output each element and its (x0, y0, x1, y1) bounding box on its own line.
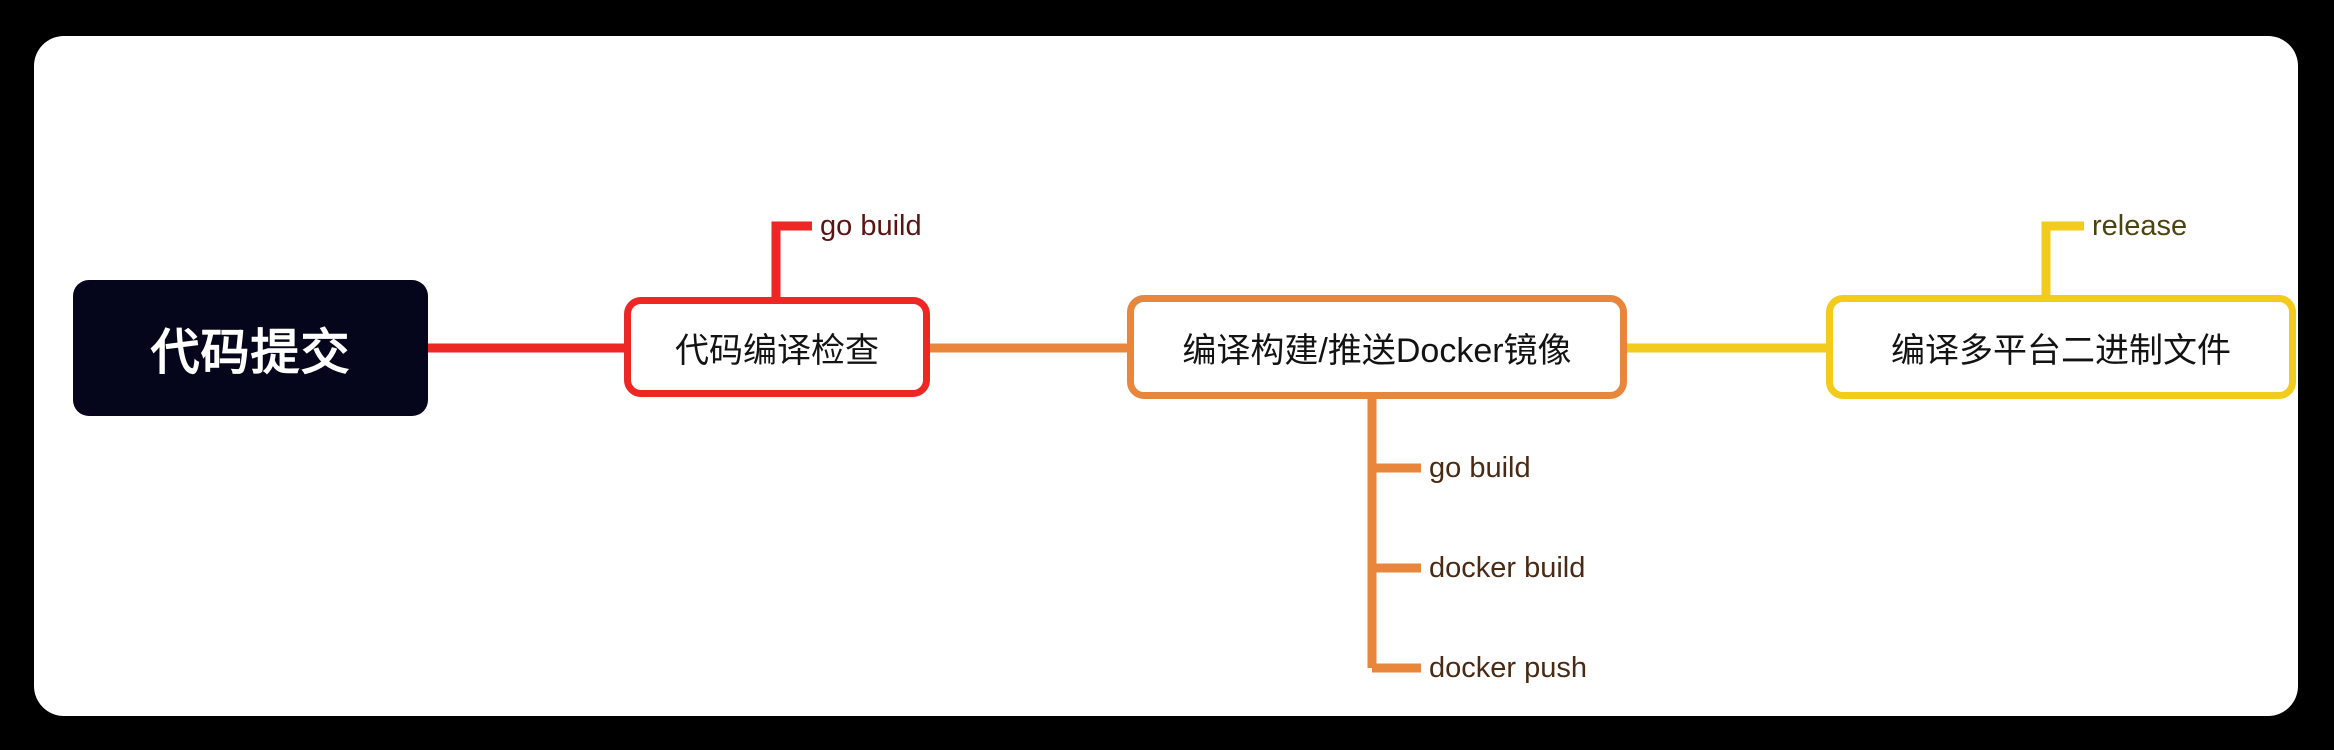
leaf-label-release[interactable]: release (2092, 210, 2188, 242)
node-compile-check-label: 代码编译检查 (675, 331, 879, 370)
node-root-label: 代码提交 (150, 325, 351, 380)
node-docker-image[interactable]: 编译构建/推送Docker镜像 (1127, 295, 1627, 399)
node-docker-image-label: 编译构建/推送Docker镜像 (1182, 331, 1572, 370)
node-multiplatform-binary[interactable]: 编译多平台二进制文件 (1826, 295, 2296, 399)
leaf-label-go-build-docker-image[interactable]: go build (1429, 452, 1531, 484)
edge-compile-check-to-go-build (771, 221, 812, 300)
leaf-label-go-build-compile-check[interactable]: go build (820, 210, 922, 242)
node-root[interactable]: 代码提交 (73, 280, 428, 416)
leaf-label-docker-build[interactable]: docker build (1429, 552, 1586, 584)
edge-multiplatform-binary-to-release (2041, 221, 2084, 299)
leaf-label-docker-push[interactable]: docker push (1429, 652, 1587, 684)
node-multiplatform-binary-label: 编译多平台二进制文件 (1891, 331, 2231, 370)
node-compile-check[interactable]: 代码编译检查 (624, 297, 930, 397)
